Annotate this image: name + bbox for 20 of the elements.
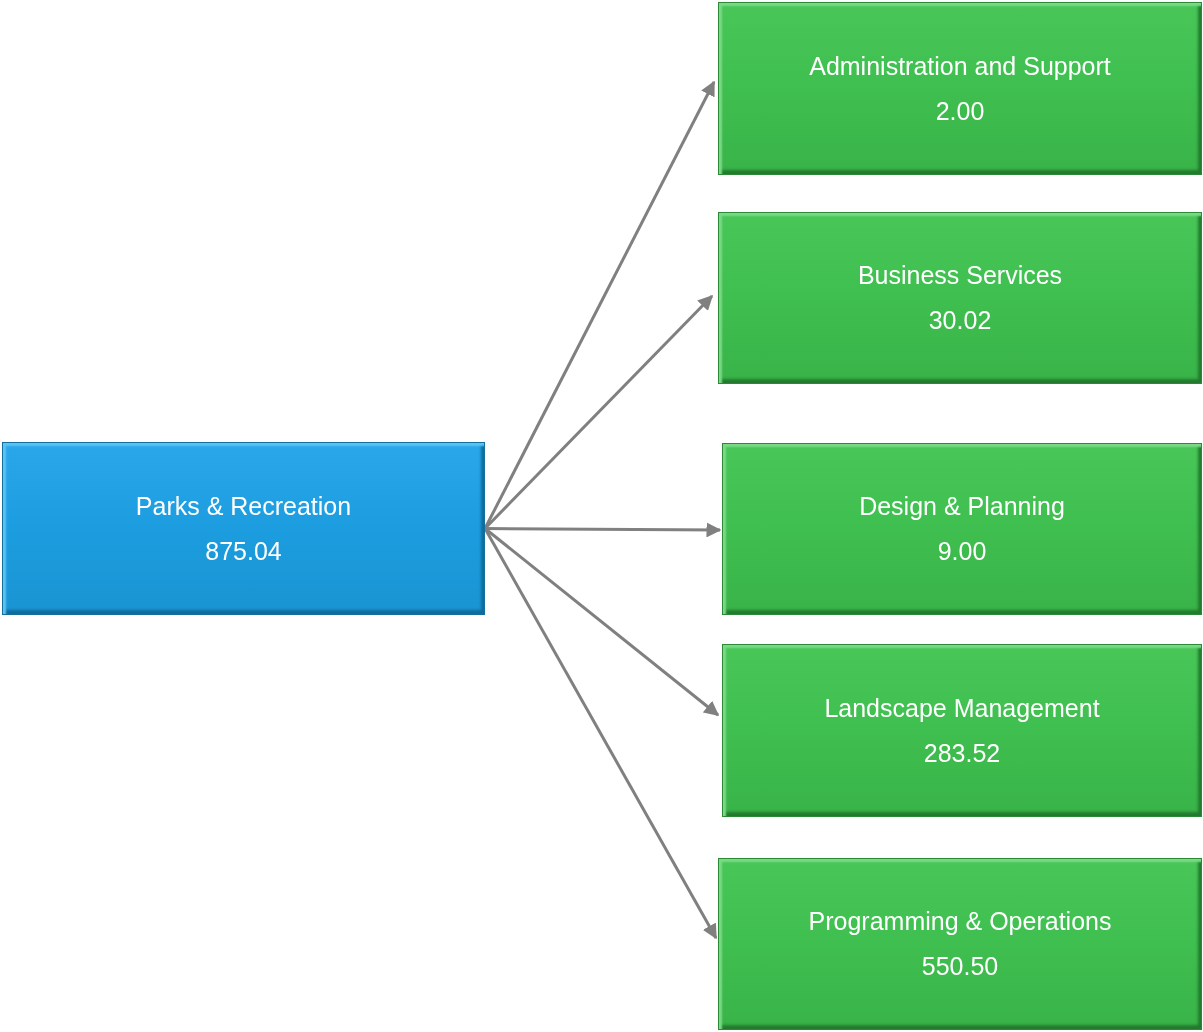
unit-value: 2.00	[935, 95, 985, 127]
unit-name: Parks & Recreation	[135, 490, 352, 522]
division-box	[722, 443, 1202, 615]
division-box	[718, 2, 1202, 175]
unit-value: 283.52	[923, 737, 1001, 769]
unit-name: Landscape Management	[824, 692, 1100, 724]
division-box	[718, 858, 1202, 1030]
arrow	[484, 527, 720, 717]
unit-name: Programming & Operations	[808, 906, 1112, 937]
arrow	[485, 522, 722, 538]
unit-value: 875.04	[205, 535, 282, 567]
unit-name: Business Services	[857, 260, 1063, 291]
division-box	[718, 212, 1202, 384]
unit-name: Administration and Support	[809, 50, 1111, 82]
unit-value: 9.00	[937, 536, 987, 567]
division-box	[722, 644, 1202, 817]
unit-name: Design & Planning	[859, 491, 1065, 522]
department-box	[2, 442, 485, 615]
unit-value: 30.02	[928, 305, 992, 336]
unit-value: 550.50	[921, 951, 999, 982]
